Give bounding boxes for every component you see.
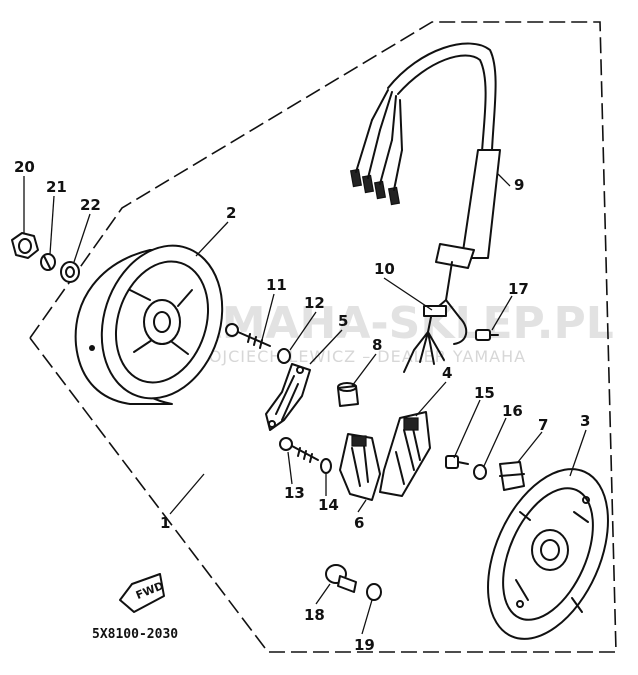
part-label-21: 21 xyxy=(46,178,67,196)
spacer-collar xyxy=(337,382,359,407)
part-label-7: 7 xyxy=(538,416,548,434)
pickup-coil-4 xyxy=(379,411,431,497)
charge-coil-6 xyxy=(339,433,381,501)
part-label-9: 9 xyxy=(514,176,524,194)
screw-17 xyxy=(475,329,499,341)
screw-18 xyxy=(325,564,357,593)
washer-19 xyxy=(366,583,382,601)
part-label-17: 17 xyxy=(508,280,529,298)
part-label-13: 13 xyxy=(284,484,305,502)
part-label-19: 19 xyxy=(354,636,375,654)
nut-and-washers xyxy=(11,232,80,283)
drawing-code: 5X8100-2030 xyxy=(92,627,178,642)
part-label-15: 15 xyxy=(474,384,495,402)
screw-15 xyxy=(445,455,469,469)
part-label-2: 2 xyxy=(226,204,236,222)
flywheel-rotor xyxy=(74,244,224,405)
part-number-labels: 20 21 22 2 9 10 17 11 12 5 8 4 15 16 7 3… xyxy=(14,158,590,654)
watermark-brand: YAMAHA-SKLEP.PL xyxy=(159,298,614,349)
part-label-14: 14 xyxy=(318,496,339,514)
grommet-7 xyxy=(499,461,525,491)
bolt-11 xyxy=(225,323,271,349)
part-label-11: 11 xyxy=(266,276,287,294)
source-coil xyxy=(265,363,311,431)
part-label-22: 22 xyxy=(80,196,101,214)
bolt-13 xyxy=(279,437,319,463)
assembly-boundary xyxy=(29,21,617,653)
washer-14 xyxy=(320,458,332,474)
part-label-6: 6 xyxy=(354,514,364,532)
part-label-12: 12 xyxy=(304,294,325,312)
part-label-1: 1 xyxy=(160,514,170,532)
part-label-8: 8 xyxy=(372,336,382,354)
wire-clamp xyxy=(423,305,447,317)
washer-16 xyxy=(473,464,487,480)
part-label-5: 5 xyxy=(338,312,348,330)
part-label-4: 4 xyxy=(442,364,452,382)
part-label-16: 16 xyxy=(502,402,523,420)
wire-harness xyxy=(349,42,501,373)
part-label-10: 10 xyxy=(374,260,395,278)
stator-base-plate xyxy=(487,468,609,640)
part-label-20: 20 xyxy=(14,158,35,176)
leader-lines xyxy=(23,173,587,635)
part-label-18: 18 xyxy=(304,606,325,624)
forward-direction-tag: FWD xyxy=(119,573,166,613)
watermark-dealer: WOJCIECH LEWICZ – DEALER YAMAHA xyxy=(192,347,526,366)
part-label-3: 3 xyxy=(580,412,590,430)
washer-12 xyxy=(277,348,291,364)
